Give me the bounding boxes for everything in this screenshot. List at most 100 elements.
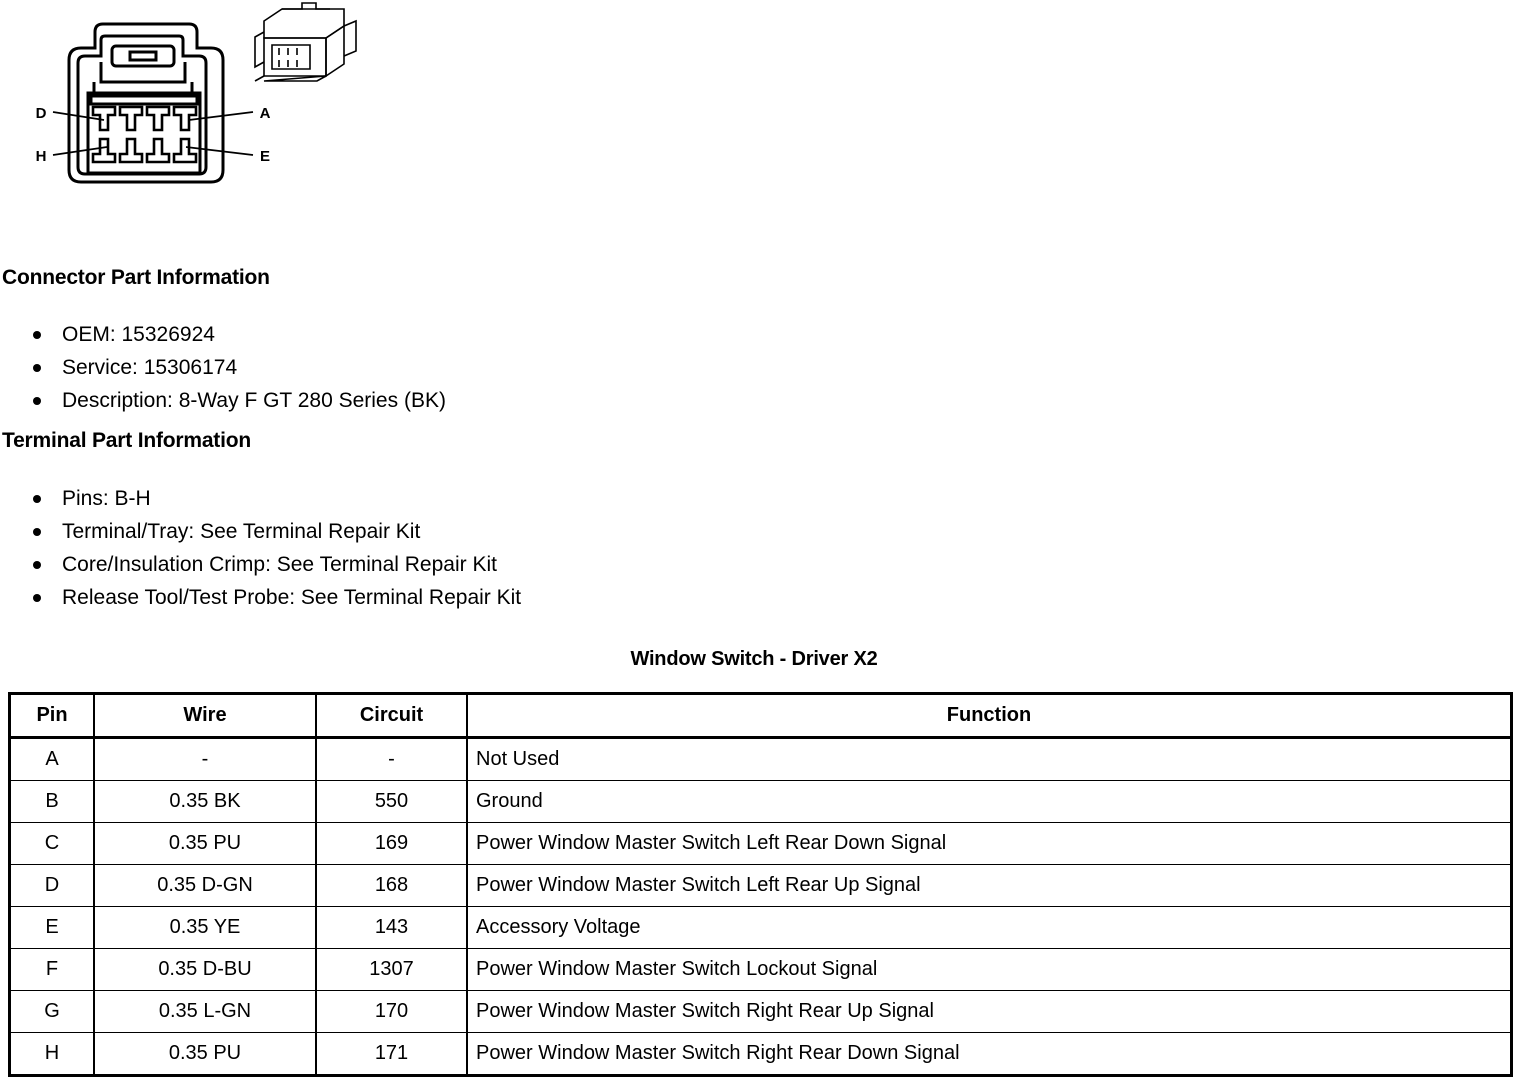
connector-isometric-view xyxy=(254,2,357,82)
list-item-text: Description: 8-Way F GT 280 Series (BK) xyxy=(62,389,446,412)
cell-pin: C xyxy=(11,822,95,865)
connector-part-information-list: OEM: 15326924 Service: 15306174 Descript… xyxy=(0,318,446,417)
terminal-part-information-heading: Terminal Part Information xyxy=(2,429,251,452)
cell-circuit: - xyxy=(315,737,468,781)
pinout-table-body: A - - Not Used B 0.35 BK 550 Ground C 0.… xyxy=(11,737,1510,1074)
cell-function: Power Window Master Switch Left Rear Up … xyxy=(466,864,1510,907)
list-item-text: Terminal/Tray: See Terminal Repair Kit xyxy=(62,520,421,543)
cavity-plate-rail xyxy=(89,94,199,106)
cavity-bottom-1 xyxy=(91,137,117,164)
table-row: D 0.35 D-GN 168 Power Window Master Swit… xyxy=(11,864,1510,907)
cell-circuit: 170 xyxy=(315,990,468,1033)
iso-cavity-marks-bottom xyxy=(278,60,298,67)
iso-side-face xyxy=(325,24,345,78)
iso-latch-top xyxy=(282,2,330,10)
cavity-top-2 xyxy=(118,105,144,132)
table-row: A - - Not Used xyxy=(11,737,1510,781)
pin-label-d: D xyxy=(36,105,47,122)
cell-wire: 0.35 PU xyxy=(93,822,317,865)
iso-cavity-window xyxy=(271,44,311,70)
cavity-plate xyxy=(86,91,202,175)
leader-lines xyxy=(52,111,254,156)
iso-cavity-marks-top xyxy=(278,48,298,55)
pinout-table-container: Pin Wire Circuit Function A - - Not Used… xyxy=(8,692,1513,1077)
list-item: Core/Insulation Crimp: See Terminal Repa… xyxy=(0,548,521,581)
cell-circuit: 1307 xyxy=(315,948,468,991)
iso-left-flange xyxy=(254,31,265,69)
bullet-icon xyxy=(33,528,41,536)
cell-pin: E xyxy=(11,906,95,949)
iso-tab xyxy=(343,19,357,57)
table-row: B 0.35 BK 550 Ground xyxy=(11,780,1510,823)
column-header-circuit: Circuit xyxy=(315,695,468,739)
cell-wire: 0.35 PU xyxy=(93,1032,317,1074)
table-row: F 0.35 D-BU 1307 Power Window Master Swi… xyxy=(11,948,1510,991)
cell-function: Power Window Master Switch Left Rear Dow… xyxy=(466,822,1510,865)
cell-pin: D xyxy=(11,864,95,907)
cell-pin: H xyxy=(11,1032,95,1074)
leader-line-e xyxy=(185,146,254,156)
iso-front-face xyxy=(263,37,327,77)
bullet-icon xyxy=(33,397,41,405)
table-row: C 0.35 PU 169 Power Window Master Switch… xyxy=(11,822,1510,865)
connector-diagram-svg: D H A E xyxy=(36,2,357,184)
leader-line-h xyxy=(52,146,108,156)
connector-latch-window xyxy=(128,50,158,62)
list-item: Pins: B-H xyxy=(0,482,521,515)
cell-circuit: 169 xyxy=(315,822,468,865)
column-header-wire: Wire xyxy=(93,695,317,739)
cell-wire: 0.35 BK xyxy=(93,780,317,823)
cavity-bottom-4 xyxy=(172,137,198,164)
cell-circuit: 143 xyxy=(315,906,468,949)
bullet-icon xyxy=(33,561,41,569)
list-item-text: Release Tool/Test Probe: See Terminal Re… xyxy=(62,586,522,609)
cell-pin: F xyxy=(11,948,95,991)
connector-part-information-heading: Connector Part Information xyxy=(2,266,270,289)
list-item: Service: 15306174 xyxy=(0,351,446,384)
connector-illustration: D H A E xyxy=(0,0,400,225)
pin-label-e: E xyxy=(260,148,270,165)
bullet-icon xyxy=(33,594,41,602)
cell-function: Accessory Voltage xyxy=(466,906,1510,949)
list-item-text: Service: 15306174 xyxy=(62,356,238,379)
pin-label-h: H xyxy=(36,148,47,165)
list-item-text: OEM: 15326924 xyxy=(62,323,215,346)
connector-latch-shoulder xyxy=(99,62,187,84)
leader-line-d xyxy=(52,111,105,121)
list-item-text: Pins: B-H xyxy=(62,487,151,510)
cavity-top-4 xyxy=(172,105,198,132)
list-item: Terminal/Tray: See Terminal Repair Kit xyxy=(0,515,521,548)
bullet-icon xyxy=(33,364,41,372)
cavity-row-top xyxy=(91,105,198,132)
column-header-pin: Pin xyxy=(11,695,95,739)
cell-function: Power Window Master Switch Right Rear Up… xyxy=(466,990,1510,1033)
list-item: Release Tool/Test Probe: See Terminal Re… xyxy=(0,581,521,614)
list-item: Description: 8-Way F GT 280 Series (BK) xyxy=(0,384,446,417)
cell-circuit: 550 xyxy=(315,780,468,823)
cavity-bottom-3 xyxy=(145,137,171,164)
cavity-top-3 xyxy=(145,105,171,132)
cell-wire: 0.35 D-GN xyxy=(93,864,317,907)
bullet-icon xyxy=(33,331,41,339)
cavity-row-bottom xyxy=(91,137,198,164)
table-row: G 0.35 L-GN 170 Power Window Master Swit… xyxy=(11,990,1510,1033)
table-header-row: Pin Wire Circuit Function xyxy=(11,695,1510,739)
cell-wire: - xyxy=(93,737,317,781)
terminal-part-information-list: Pins: B-H Terminal/Tray: See Terminal Re… xyxy=(0,482,521,614)
cell-circuit: 168 xyxy=(315,864,468,907)
cell-wire: 0.35 L-GN xyxy=(93,990,317,1033)
cavity-bottom-2 xyxy=(118,137,144,164)
cavity-top-1 xyxy=(91,105,117,132)
cell-function: Power Window Master Switch Right Rear Do… xyxy=(466,1032,1510,1074)
leader-line-a xyxy=(188,111,254,121)
connector-latch xyxy=(110,44,176,68)
list-item-text: Core/Insulation Crimp: See Terminal Repa… xyxy=(62,553,497,576)
table-row: E 0.35 YE 143 Accessory Voltage xyxy=(11,906,1510,949)
cell-pin: A xyxy=(11,737,95,781)
cell-function: Not Used xyxy=(466,737,1510,781)
cell-wire: 0.35 YE xyxy=(93,906,317,949)
pinout-table-title: Window Switch - Driver X2 xyxy=(630,648,878,670)
cell-function: Ground xyxy=(466,780,1510,823)
table-row: H 0.35 PU 171 Power Window Master Switch… xyxy=(11,1032,1510,1074)
list-item: OEM: 15326924 xyxy=(0,318,446,351)
